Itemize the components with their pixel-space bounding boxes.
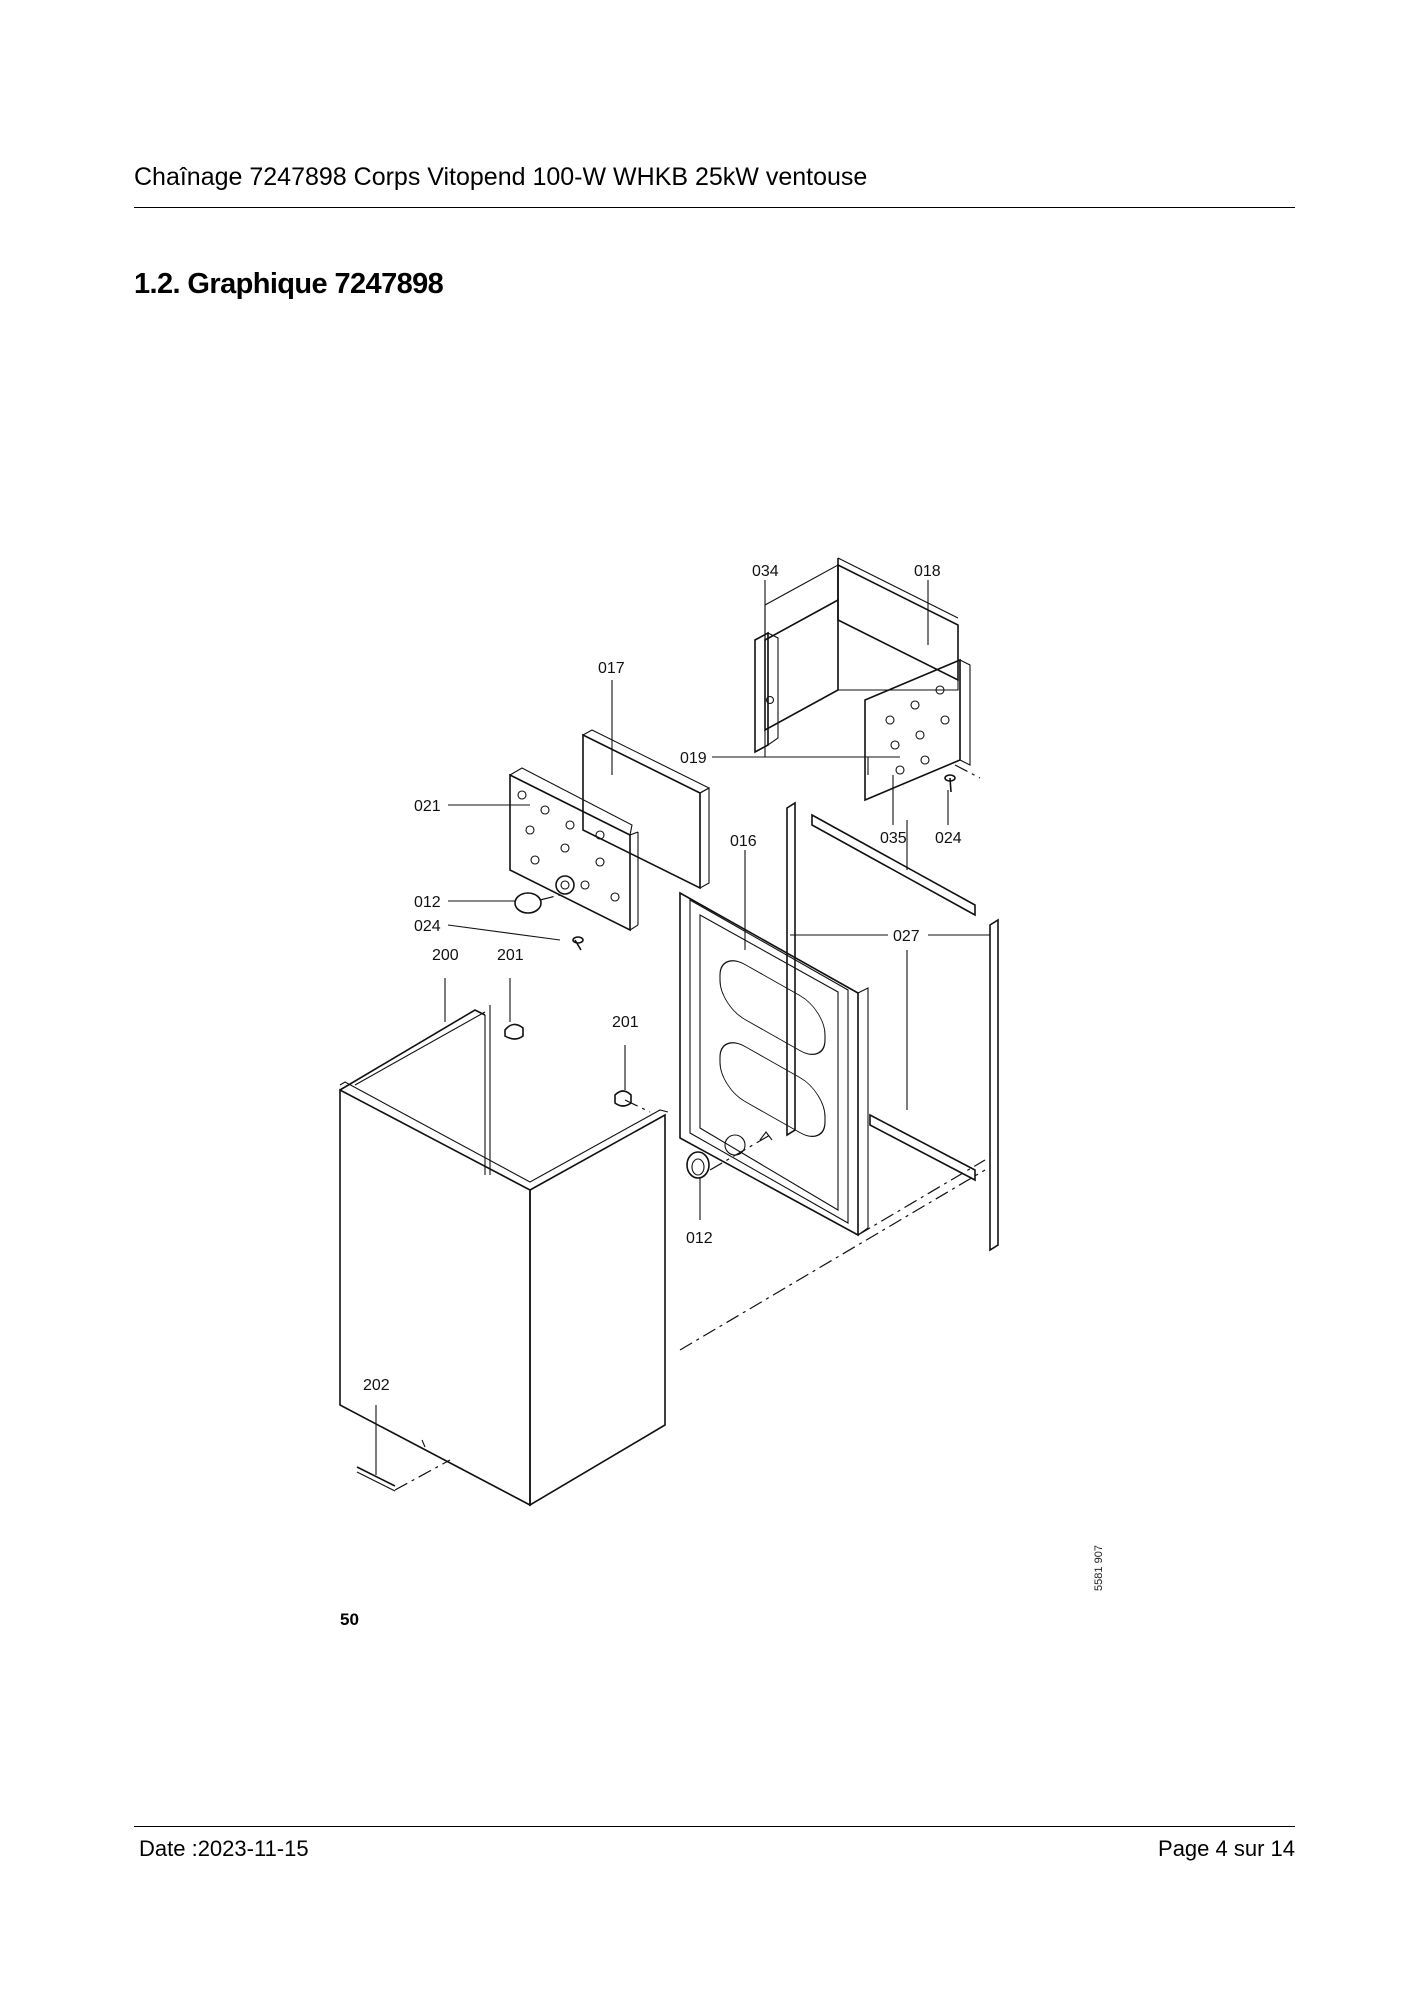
callout-016: 016 <box>730 833 757 850</box>
callout-012-upper: 012 <box>414 894 441 911</box>
header-divider <box>134 207 1295 208</box>
callout-018: 018 <box>914 563 941 580</box>
callout-017: 017 <box>598 660 625 677</box>
part-201-clip-upper <box>504 1023 524 1040</box>
page-header-title: Chaînage 7247898 Corps Vitopend 100-W WH… <box>134 163 868 191</box>
callout-019: 019 <box>680 750 707 767</box>
part-017-panel <box>581 729 711 890</box>
footer-page-number: Page 4 sur 14 <box>1158 1836 1295 1861</box>
part-027-rails <box>786 801 999 1252</box>
drawing-code: 5581 907 <box>1092 1545 1105 1591</box>
part-024-screw-left <box>572 936 584 951</box>
callout-202: 202 <box>363 1377 390 1394</box>
footer-divider <box>134 1826 1295 1827</box>
part-018-frame <box>754 557 971 802</box>
figure-number: 50 <box>340 1610 359 1629</box>
part-012-grommet-lower <box>686 1151 710 1179</box>
callout-035: 035 <box>880 830 907 847</box>
callout-021: 021 <box>414 798 441 815</box>
section-title: 1.2. Graphique 7247898 <box>134 268 444 300</box>
callout-200: 200 <box>432 947 459 964</box>
callout-027: 027 <box>893 928 920 945</box>
callout-024-left: 024 <box>414 918 441 935</box>
part-016-front-cover <box>679 891 869 1237</box>
part-024-screw-right <box>944 774 956 793</box>
leader-lines <box>375 580 990 1475</box>
callout-024-right: 024 <box>935 830 962 847</box>
callout-201-upper: 201 <box>497 947 524 964</box>
callout-012-lower: 012 <box>686 1230 713 1247</box>
part-201-clip-lower <box>614 1090 632 1107</box>
part-200-casing <box>339 1005 669 1507</box>
callout-201-lower: 201 <box>612 1014 639 1031</box>
footer-date: Date :2023-11-15 <box>139 1836 309 1861</box>
callout-034: 034 <box>752 563 779 580</box>
callouts: 034 018 017 019 021 016 035 024 012 024 … <box>363 563 962 1394</box>
part-202-logo-badge <box>356 1466 396 1492</box>
alignment-lines <box>394 764 986 1491</box>
part-021-side-panel <box>508 767 639 932</box>
part-012-grommet-upper <box>514 892 542 914</box>
